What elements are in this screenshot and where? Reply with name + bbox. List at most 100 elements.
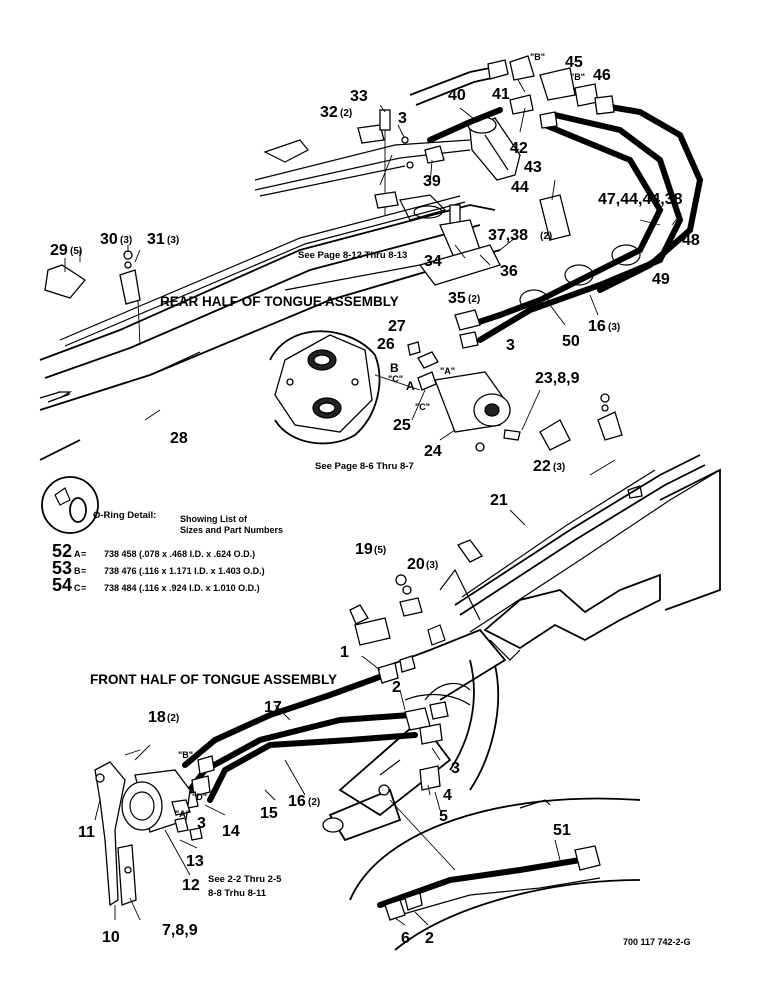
hose-detail-circle xyxy=(349,797,641,951)
callout-47-44-44-38: 47,44,44,38 xyxy=(598,191,683,208)
callout-14: 14 xyxy=(222,823,240,840)
callout-5: 5 xyxy=(439,808,448,825)
oring-label: O-Ring Detail: xyxy=(93,510,156,521)
rear-hoses xyxy=(379,55,704,349)
port-B-front: "B" xyxy=(178,750,193,760)
callout-33: 33 xyxy=(350,88,368,105)
callout-19: 19 xyxy=(355,541,373,558)
callout-16b-qty: (2) xyxy=(308,797,320,808)
callout-16b: 16 xyxy=(288,793,306,810)
callout-43: 43 xyxy=(524,159,542,176)
diagram-labels: REAR HALF OF TONGUE ASSEMBLY FRONT HALF … xyxy=(50,52,700,947)
callout-37-38-qty: (2) xyxy=(540,231,552,242)
oring-row-52-letter: A xyxy=(74,549,81,559)
callout-45: 45 xyxy=(565,54,583,71)
oring-row-53-text: 738 476 (.116 x 1.171 I.D. x 1.403 O.D.) xyxy=(104,566,265,576)
oring-showing-2: Sizes and Part Numbers xyxy=(180,525,283,535)
callout-3b: 3 xyxy=(506,337,515,354)
callout-4: 4 xyxy=(443,787,452,804)
callout-31-qty: (3) xyxy=(167,235,179,246)
callout-44: 44 xyxy=(511,179,529,196)
callout-31: 31 xyxy=(147,231,165,248)
callout-27: 27 xyxy=(388,318,406,335)
callout-15: 15 xyxy=(260,805,278,822)
callout-30: 30 xyxy=(100,231,118,248)
callout-2: 2 xyxy=(392,679,401,696)
front-hoses xyxy=(179,655,471,810)
leader-lines xyxy=(79,79,681,926)
callout-3a: 3 xyxy=(398,110,407,127)
port-B-top-right: "B" xyxy=(570,72,585,82)
callout-29-qty: (5) xyxy=(70,246,82,257)
front-tongue-beam xyxy=(322,454,721,842)
callout-18: 18 xyxy=(148,709,166,726)
callout-26: 26 xyxy=(377,336,395,353)
port-A-rear-plain: A xyxy=(406,379,415,393)
callout-40: 40 xyxy=(448,87,466,104)
oring-row-54-text: 738 484 (.116 x .924 I.D. x 1.010 O.D.) xyxy=(104,583,260,593)
callout-3c: 3 xyxy=(451,760,460,777)
rear-right-bracket xyxy=(539,393,643,499)
rear-tongue-beam xyxy=(39,139,501,461)
callout-1: 1 xyxy=(340,644,349,661)
callout-37-38: 37,38 xyxy=(488,227,528,244)
callout-16a-qty: (3) xyxy=(608,322,620,333)
callout-16a: 16 xyxy=(588,318,606,335)
callout-6: 6 xyxy=(401,930,410,947)
motor-detail xyxy=(269,330,421,445)
callout-32: 32 xyxy=(320,104,338,121)
callout-51: 51 xyxy=(553,822,571,839)
callout-21: 21 xyxy=(490,492,508,509)
page-ref-2-2: See 2-2 Thru 2-5 xyxy=(208,874,282,885)
callout-23-8-9: 23,8,9 xyxy=(535,370,580,387)
port-B-top: "B" xyxy=(530,52,545,62)
oring-row-54-letter: C xyxy=(74,583,81,593)
page-ref-8-8: 8-8 Trhu 8-11 xyxy=(208,888,267,899)
callout-48: 48 xyxy=(682,232,700,249)
callout-7-8-9: 7,8,9 xyxy=(162,922,198,939)
callout-32-qty: (2) xyxy=(340,108,352,119)
oring-row-53-sep: = xyxy=(81,566,86,576)
port-C-rear-2: "C" xyxy=(415,402,430,412)
callout-10: 10 xyxy=(102,929,120,946)
hydraulic-motor-rear xyxy=(407,341,521,452)
page-ref-8-6: See Page 8-6 Thru 8-7 xyxy=(315,461,414,472)
front-bracket-parts xyxy=(349,539,483,646)
callout-18-qty: (2) xyxy=(167,713,179,724)
callout-20: 20 xyxy=(407,556,425,573)
oring-detail-icon xyxy=(41,476,99,534)
callout-11: 11 xyxy=(78,824,95,841)
callout-3d: 3 xyxy=(197,815,206,832)
front-assembly-title: FRONT HALF OF TONGUE ASSEMBLY xyxy=(90,672,337,687)
callout-28: 28 xyxy=(170,430,188,447)
valve-bracket xyxy=(357,109,414,215)
callout-25: 25 xyxy=(393,417,411,434)
callout-34: 34 xyxy=(424,253,442,270)
port-A-front: "A" xyxy=(175,809,190,819)
page-ref-8-12: See Page 8-12 Thru 8-13 xyxy=(298,250,407,261)
callout-46: 46 xyxy=(593,67,611,84)
callout-22: 22 xyxy=(533,458,551,475)
hydraulic-motor-front xyxy=(94,749,203,907)
port-B-rear-plain: B xyxy=(390,361,399,375)
figure-number: 700 117 742-2-G xyxy=(623,937,691,947)
oring-row-53-letter: B xyxy=(74,566,81,576)
port-A-rear: "A" xyxy=(440,366,455,376)
callout-29: 29 xyxy=(50,242,68,259)
callout-35-qty: (2) xyxy=(468,294,480,305)
port-D-front: "D" xyxy=(192,792,207,802)
callout-50: 50 xyxy=(562,333,580,350)
callout-20-qty: (3) xyxy=(426,560,438,571)
callout-12: 12 xyxy=(182,877,200,894)
oring-row-52-sep: = xyxy=(81,549,86,559)
callout-22-qty: (3) xyxy=(553,462,565,473)
callout-41: 41 xyxy=(492,86,510,103)
oring-row-52-num: 52 xyxy=(52,541,72,561)
callout-17: 17 xyxy=(264,699,282,716)
port-C-rear: "C" xyxy=(388,374,403,384)
oring-row-53-num: 53 xyxy=(52,558,72,578)
oring-row-54-num: 54 xyxy=(52,575,72,595)
callout-13: 13 xyxy=(186,853,204,870)
rear-assembly-title: REAR HALF OF TONGUE ASSEMBLY xyxy=(160,294,399,309)
